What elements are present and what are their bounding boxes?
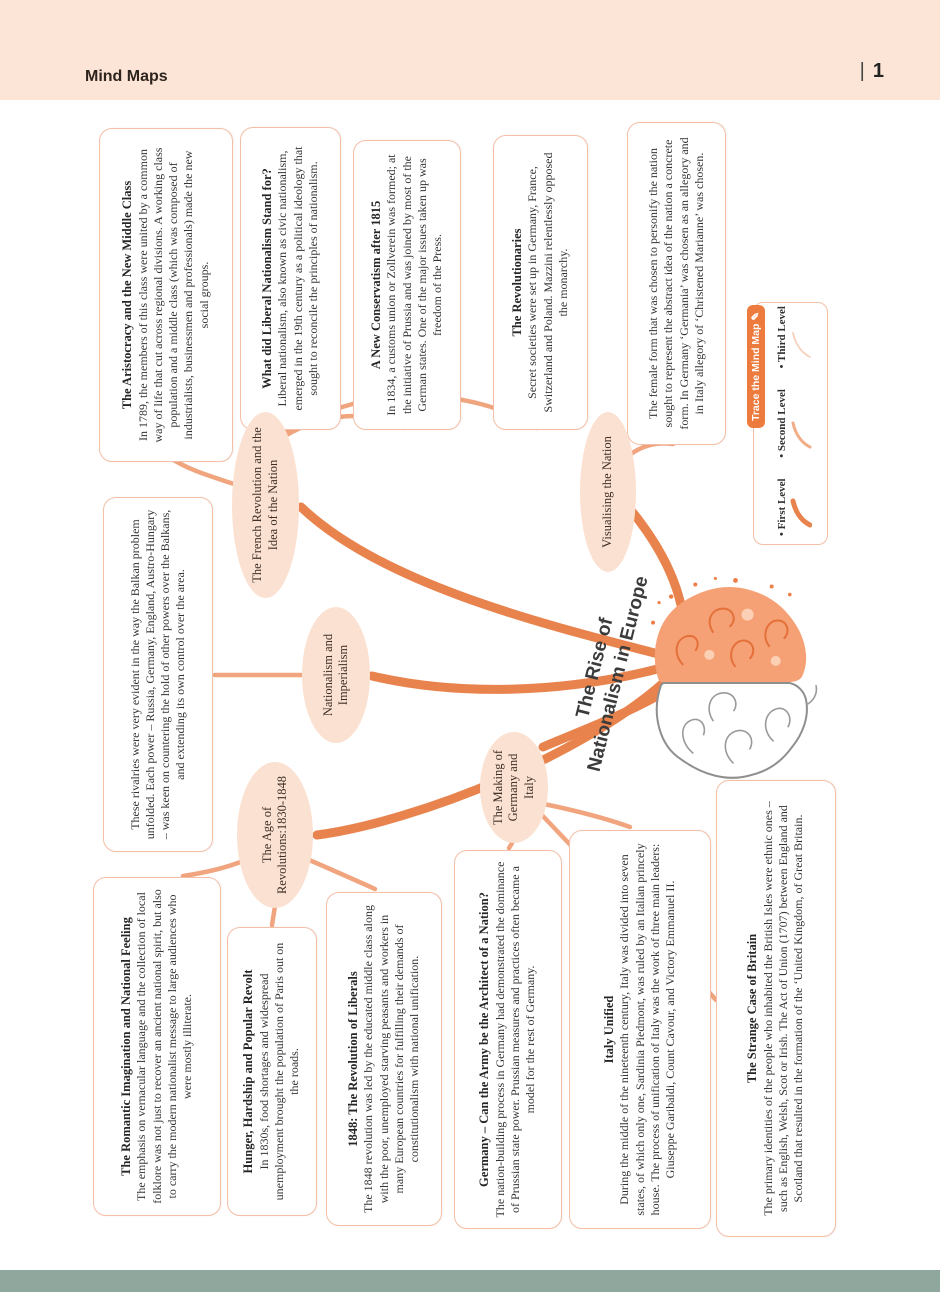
box-body: During the middle of the nineteenth cent… — [617, 843, 678, 1216]
box-body: The nation-building process in Germany h… — [492, 861, 538, 1218]
box-title: Hunger, Hardship and Popular Revolt — [241, 969, 256, 1174]
brain-icon — [649, 576, 818, 779]
legend-badge: Trace the Mind Map ✎ — [747, 304, 765, 428]
box-body: In 1830s, food shortages and widespread … — [256, 942, 302, 1201]
box-title: The Aristocracy and the New Middle Class — [120, 180, 135, 410]
box-body: The primary identities of the people who… — [760, 801, 806, 1216]
mind-map-rotated-canvas: The Aristocracy and the New Middle Class… — [85, 112, 845, 1242]
page-title: Mind Maps — [85, 68, 168, 85]
node-box-italy-unified: Italy Unified During the middle of the n… — [569, 830, 711, 1229]
page-number-separator: | — [859, 60, 865, 82]
connector-curves — [166, 393, 719, 1003]
third-level-curve-icon — [792, 332, 811, 359]
box-title: Italy Unified — [601, 995, 616, 1064]
legend-bullet: • — [776, 364, 788, 369]
footer-bar — [0, 1270, 940, 1292]
node-box-liberal-nationalism: What did Liberal Nationalism Stand for? … — [240, 127, 341, 430]
box-title: What did Liberal Nationalism Stand for? — [259, 168, 274, 389]
node-ellipse-making-germany-italy: The Making of Germany and Italy — [480, 732, 548, 843]
second-level-curve-icon — [791, 421, 812, 449]
mind-map: The Aristocracy and the New Middle Class… — [85, 112, 845, 1242]
legend-item-third-level: • Third Level — [776, 306, 812, 368]
node-ellipse-age-of-revolutions: The Age of Revolutions:1830-1848 — [237, 762, 313, 908]
box-body: The emphasis on vernacular language and … — [134, 889, 195, 1204]
box-body: In 1789, the members of this class were … — [135, 147, 211, 443]
box-body: In 1834, a customs union or Zollverein w… — [384, 154, 445, 416]
box-body: Liberal nationalism, also known as civic… — [275, 146, 320, 411]
node-box-new-conservatism: A New Conservatism after 1815 In 1834, a… — [353, 140, 461, 430]
legend-label: Second Level — [776, 389, 788, 452]
legend-bullet: • — [776, 532, 788, 536]
node-box-1848-revolution: 1848: The Revolution of Liberals The 184… — [326, 892, 442, 1226]
pen-icon: ✎ — [750, 311, 762, 321]
legend-label: First Level — [776, 478, 788, 530]
node-box-revolutionaries: The Revolutionaries Secret societies wer… — [493, 135, 588, 430]
box-title: 1848: The Revolution of Liberals — [345, 971, 360, 1147]
header-bar: Mind Maps |1 — [0, 0, 940, 100]
legend-badge-label: Trace the Mind Map — [750, 323, 762, 421]
node-ellipse-french-revolution: The French Revolution and the Idea of th… — [232, 412, 299, 598]
box-body: The 1848 revolution was led by the educa… — [361, 905, 422, 1213]
box-title: Germany – Can the Army be the Architect … — [477, 892, 492, 1187]
box-body: These rivalries were very evident in the… — [127, 509, 188, 840]
node-box-hunger-hardship: Hunger, Hardship and Popular Revolt In 1… — [227, 927, 317, 1216]
node-box-strange-case-britain: The Strange Case of Britain The primary … — [716, 780, 836, 1237]
legend-label: Third Level — [776, 306, 788, 362]
node-box-aristocracy: The Aristocracy and the New Middle Class… — [99, 128, 233, 462]
node-box-romantic-imagination: The Romantic Imagination and National Fe… — [93, 877, 221, 1216]
legend-items: • First Level • Second Level • Third Lev… — [776, 306, 812, 536]
node-ellipse-nationalism-imperialism: Nationalism and Imperialism — [302, 607, 370, 743]
box-title: The Romantic Imagination and National Fe… — [118, 917, 133, 1176]
legend-item-second-level: • Second Level — [776, 389, 812, 458]
legend-bullet: • — [776, 453, 788, 458]
page-number-value: 1 — [872, 60, 884, 82]
box-title: A New Conservatism after 1815 — [368, 200, 383, 370]
node-ellipse-visualising-nation: Visualising the Nation — [580, 412, 636, 572]
first-level-curve-icon — [790, 498, 812, 528]
box-body: Secret societies were set up in Germany,… — [525, 152, 570, 413]
box-title: The Revolutionaries — [509, 228, 524, 337]
node-box-balkan-rivalries: These rivalries were very evident in the… — [103, 497, 213, 852]
legend-trace-mind-map: Trace the Mind Map ✎ • First Level • Sec… — [747, 302, 828, 545]
node-box-female-allegory: The female form that was chosen to perso… — [627, 122, 726, 445]
node-box-germany-army: Germany – Can the Army be the Architect … — [454, 850, 562, 1229]
page-number: |1 — [860, 60, 884, 83]
legend-item-first-level: • First Level — [776, 478, 812, 536]
box-title: The Strange Case of Britain — [745, 933, 760, 1084]
box-body: The female form that was chosen to perso… — [646, 137, 706, 430]
